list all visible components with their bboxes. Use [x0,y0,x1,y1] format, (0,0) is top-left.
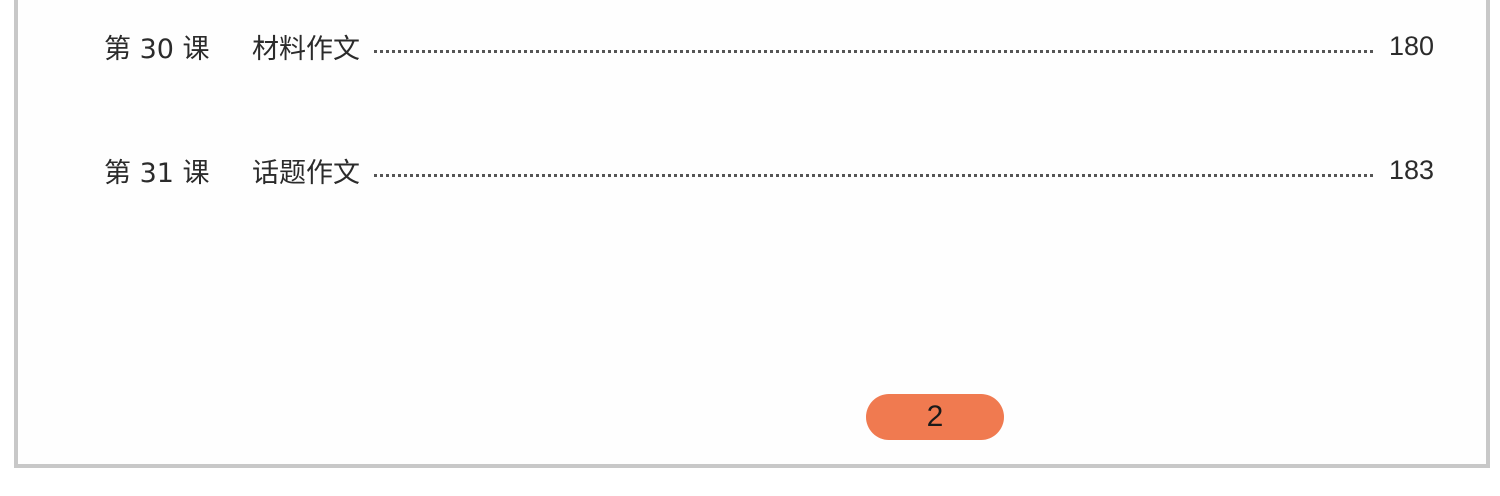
toc-lesson-title: 话题作文 [252,157,360,189]
toc-lesson-number: 第 31 课 [104,157,210,189]
toc-page-number: 183 [1388,154,1434,185]
toc-entry[interactable]: 第 31 课 话题作文 183 [104,150,1434,190]
toc-entry[interactable]: 第 30 课 材料作文 180 [104,26,1434,66]
dot-leader [374,49,1373,53]
page-frame: 第 30 课 材料作文 180 第 31 课 话题作文 183 2 [14,0,1490,468]
dot-leader [374,173,1373,177]
page-number: 2 [926,400,944,433]
page-number-badge: 2 [866,394,1004,440]
toc-page-number: 180 [1388,30,1434,61]
toc-lesson-title: 材料作文 [252,33,360,65]
toc-lesson-number: 第 30 课 [104,33,210,65]
